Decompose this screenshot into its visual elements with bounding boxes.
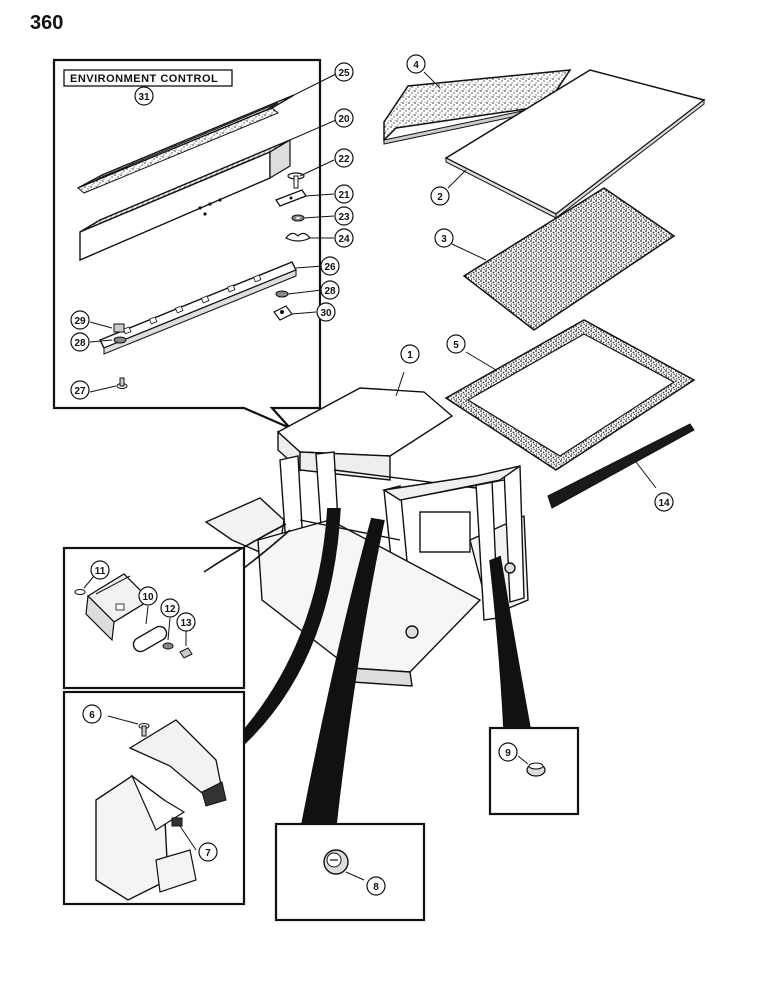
callout-2-label: 2: [437, 192, 443, 203]
callout-14-label: 14: [658, 498, 670, 509]
plug-inset-border: [274, 822, 426, 922]
callout-30-label: 30: [320, 308, 332, 319]
callout-12-label: 12: [164, 604, 176, 615]
insulation-pad-3: [462, 187, 676, 331]
callout-24-label: 24: [338, 234, 350, 245]
plug-8: [323, 849, 349, 875]
callout-8-label: 8: [373, 882, 379, 893]
callout-28-right-label: 28: [324, 286, 336, 297]
trim-strip-14: [547, 423, 695, 509]
callout-8: 8: [366, 876, 386, 896]
callout-6: 6: [82, 704, 102, 724]
air-filter-element: [79, 138, 291, 262]
housing: [95, 774, 197, 901]
callout-7: 7: [198, 842, 218, 862]
callout-2: 2: [430, 186, 450, 206]
callout-14: 14: [654, 492, 674, 512]
callout-31-label: 31: [138, 92, 150, 103]
callout-13-label: 13: [180, 618, 192, 629]
callout-29-label: 29: [74, 316, 86, 327]
callout-1-label: 1: [407, 350, 413, 361]
callout-20: 20: [334, 108, 354, 128]
callout-22: 22: [334, 148, 354, 168]
callout-10-label: 10: [142, 592, 154, 603]
callout-3: 3: [434, 228, 454, 248]
callout-7-label: 7: [205, 848, 211, 859]
cap-inset: [488, 726, 580, 816]
callout-23-label: 23: [338, 212, 350, 223]
callout-23: 23: [334, 206, 354, 226]
callout-27: 27: [70, 380, 90, 400]
callout-12: 12: [160, 598, 180, 618]
callout-25-label: 25: [338, 68, 350, 79]
callout-4-label: 4: [413, 60, 419, 71]
cap-9: [526, 762, 546, 777]
callout-28-left-label: 28: [74, 338, 86, 349]
callout-21-label: 21: [338, 190, 350, 201]
screw-6: [138, 723, 150, 737]
roof-leaders: [423, 71, 657, 489]
nut-13: [179, 647, 193, 659]
callout-13: 13: [176, 612, 196, 632]
callout-1: 1: [400, 344, 420, 364]
washer-28-left: [113, 336, 127, 344]
callout-28-right: 28: [320, 280, 340, 300]
cover-leaders: [107, 715, 197, 851]
cover-inset: [62, 690, 246, 906]
callout-3-label: 3: [441, 234, 447, 245]
seal-frame-5: [444, 319, 696, 471]
callout-11: 11: [90, 560, 110, 580]
callout-21: 21: [334, 184, 354, 204]
inset-title-box: [63, 69, 233, 87]
callout-9-label: 9: [505, 748, 511, 759]
callout-29: 29: [70, 310, 90, 330]
callout-30: 30: [316, 302, 336, 322]
callout-10: 10: [138, 586, 158, 606]
washer-23: [291, 214, 305, 222]
nut-7: [171, 817, 183, 827]
retainer-strip-26: [99, 261, 297, 355]
callout-31: 31: [134, 86, 154, 106]
nut-29: [113, 323, 125, 333]
wing-nut-24: [285, 232, 311, 242]
cab-leader: [395, 371, 405, 397]
screw-27: [116, 377, 128, 389]
callout-22-label: 22: [338, 154, 350, 165]
page-number: 360: [30, 12, 64, 34]
callout-5: 5: [446, 334, 466, 354]
callout-25: 25: [334, 62, 354, 82]
bolt-22: [287, 172, 305, 189]
inset-leaders: [89, 73, 337, 393]
callout-28-left: 28: [70, 332, 90, 352]
callout-11-label: 11: [95, 566, 106, 577]
callout-26: 26: [320, 256, 340, 276]
air-filter-gasket: [77, 94, 295, 194]
headliner-2: [444, 69, 706, 220]
plug-inset: [274, 822, 426, 922]
bolt-11: [74, 589, 86, 595]
callout-20-label: 20: [338, 114, 350, 125]
latch-plate-10: [132, 625, 168, 653]
washer-12: [162, 642, 174, 650]
callout-6-label: 6: [89, 710, 95, 721]
callout-27-label: 27: [74, 386, 86, 397]
cover-plate: [128, 719, 227, 807]
inset-pointer-fill: [244, 508, 530, 824]
environment-control-inset: ENVIRONMENT CONTROL: [52, 58, 337, 430]
callout-5-label: 5: [453, 340, 459, 351]
callout-26-label: 26: [324, 262, 336, 273]
inset-title: ENVIRONMENT CONTROL: [70, 73, 218, 85]
latch-leaders: [83, 575, 187, 646]
callout-4: 4: [406, 54, 426, 74]
callout-9: 9: [498, 742, 518, 762]
washer-28-right: [275, 290, 289, 298]
roof-insulation-4: [383, 69, 572, 145]
callout-24: 24: [334, 228, 354, 248]
